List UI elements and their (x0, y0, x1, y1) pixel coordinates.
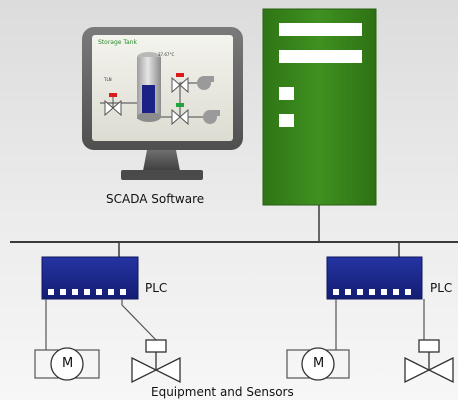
screen-title: Storage Tank (98, 39, 138, 46)
motor-right (286, 347, 350, 381)
screen-content: Storage Tank 37.67°C TLN (92, 35, 233, 141)
screen-temperature: 37.67°C (158, 52, 175, 57)
server-indicator-1 (279, 87, 294, 100)
screen-pump-top (197, 76, 214, 90)
monitor-stand (143, 150, 180, 171)
monitor-base (121, 170, 203, 180)
plc-left-label: PLC (145, 281, 168, 295)
equipment-sensors-label: Equipment and Sensors (151, 385, 294, 399)
screen-valve-green (171, 103, 189, 126)
screen-valve-red-2 (171, 73, 189, 94)
scada-monitor (82, 27, 243, 180)
screen-valve-red (104, 93, 122, 117)
server-indicator-2 (279, 114, 294, 127)
scada-software-label: SCADA Software (106, 192, 205, 206)
server-drive-bay-2 (279, 50, 362, 63)
screen-pump-bottom (203, 110, 220, 124)
plc-left (41, 256, 139, 300)
monitor-screen (92, 35, 233, 141)
storage-tank-icon (137, 52, 161, 122)
valve-right (404, 339, 454, 384)
server-cabinet (262, 8, 377, 206)
server-drive-bay-1 (279, 23, 362, 36)
motor-left (34, 347, 100, 381)
valve-left (131, 339, 181, 384)
screen-level-label: TLN (104, 77, 112, 82)
plc-right (326, 256, 423, 300)
plc-right-label: PLC (430, 281, 453, 295)
motor-left-symbol: M (62, 356, 74, 371)
motor-right-symbol: M (313, 356, 325, 371)
